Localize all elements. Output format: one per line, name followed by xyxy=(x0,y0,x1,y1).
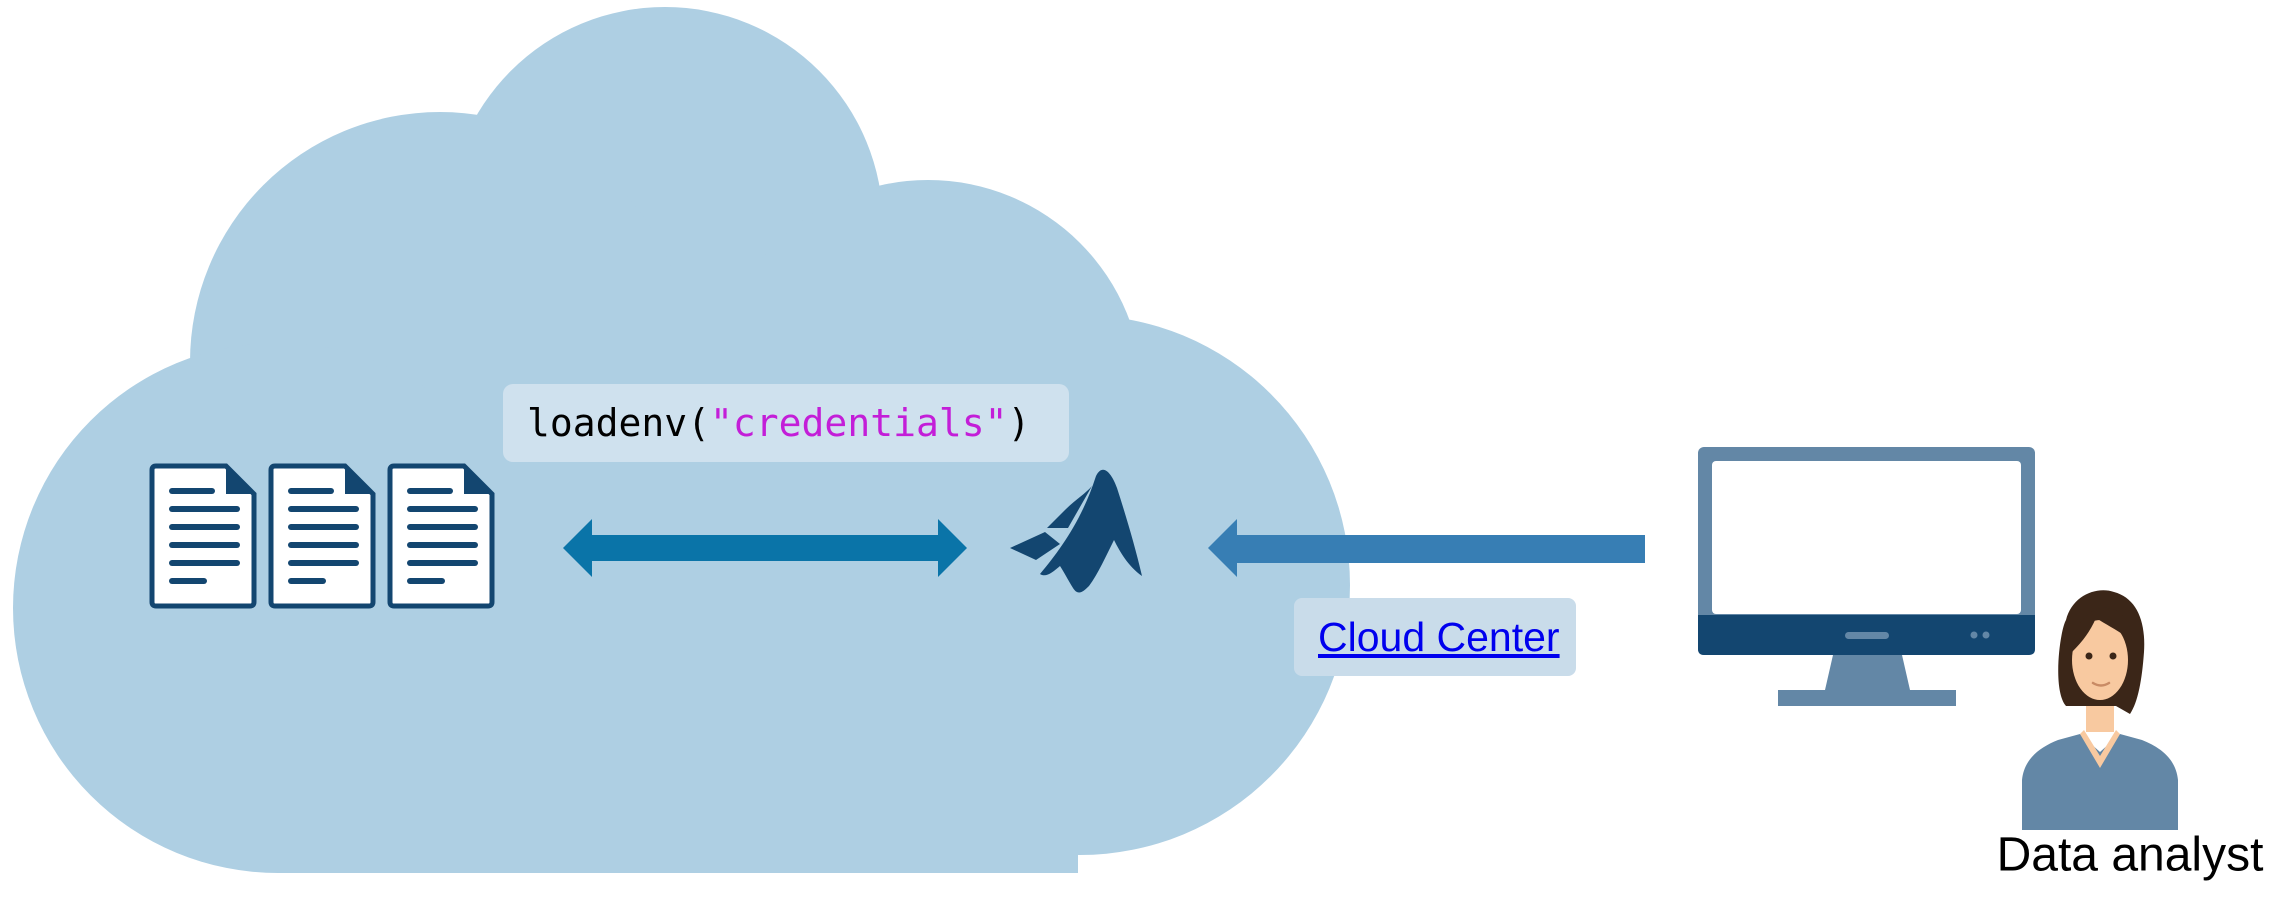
cloud-center-link[interactable]: Cloud Center xyxy=(1318,613,1560,660)
double-arrow xyxy=(563,519,967,577)
code-close-paren: ) xyxy=(1007,401,1031,445)
code-argument-string: "credentials" xyxy=(710,401,1008,445)
document-icon xyxy=(387,463,495,609)
code-open-paren: ( xyxy=(687,401,711,445)
person-avatar-icon xyxy=(2022,590,2178,830)
code-function-name: loadenv xyxy=(527,401,688,445)
document-icon xyxy=(149,463,257,609)
monitor-icon xyxy=(1698,447,2035,706)
code-snippet-box: loadenv("credentials") xyxy=(503,384,1069,462)
connection-arrow xyxy=(1208,519,1645,577)
cloud-center-link-box: Cloud Center xyxy=(1294,598,1576,676)
person-label: Data analyst xyxy=(1996,828,2264,882)
matlab-logo-icon xyxy=(1010,469,1142,593)
document-icon xyxy=(268,463,376,609)
